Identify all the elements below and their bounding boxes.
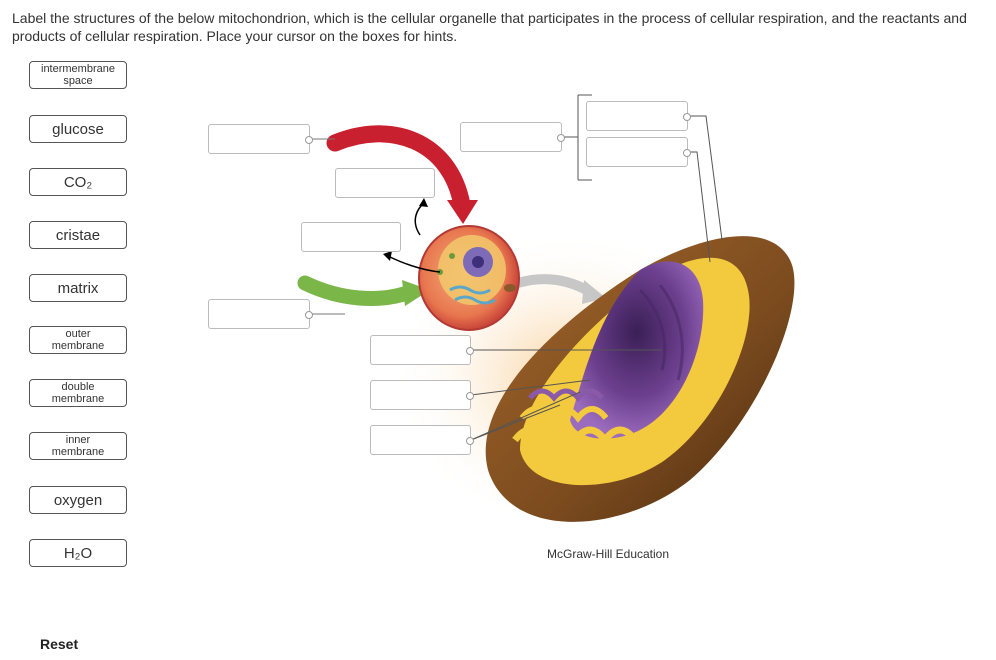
label-line: membrane — [51, 393, 105, 405]
leader-line — [688, 151, 711, 263]
drop-target-9[interactable] — [370, 380, 474, 410]
connector-dot — [683, 149, 691, 157]
image-credit: McGraw-Hill Education — [547, 547, 670, 561]
green-arrowhead — [402, 280, 430, 306]
label-text: H₂O — [63, 544, 93, 562]
cell-mitochondrion — [504, 284, 516, 292]
connector-dot — [466, 347, 474, 355]
drop-target-4[interactable] — [208, 299, 313, 329]
drop-target-10[interactable] — [370, 425, 474, 455]
label-cristae[interactable]: cristae — [29, 221, 127, 249]
cristae-fold — [519, 406, 609, 423]
cell-vesicle — [449, 253, 455, 259]
label-text: glucose — [52, 120, 104, 138]
label-text: matrix — [57, 279, 99, 297]
cell-er — [449, 285, 491, 295]
label-line: membrane — [51, 446, 105, 458]
drop-target-7[interactable] — [586, 137, 691, 167]
pointer-line — [414, 202, 425, 236]
drop-target-1[interactable] — [208, 124, 313, 154]
pointer-head — [383, 251, 392, 261]
pointer-line — [387, 255, 441, 273]
leader-line — [688, 115, 723, 241]
reset-button[interactable]: Reset — [40, 636, 79, 652]
label-co2[interactable]: CO₂ — [29, 168, 127, 196]
cell-er — [454, 295, 496, 305]
leader-line — [470, 404, 561, 441]
pointer-head — [419, 198, 428, 207]
connector-dot — [305, 311, 313, 319]
cell-nucleolus — [472, 256, 484, 268]
connector-dot — [466, 392, 474, 400]
label-h2o[interactable]: H₂O — [29, 539, 127, 567]
label-line: outer — [65, 328, 91, 340]
drop-target-2[interactable] — [335, 168, 435, 198]
drop-target-8[interactable] — [370, 335, 474, 365]
red-arrow — [326, 125, 471, 214]
label-line: membrane — [51, 340, 105, 352]
leader-line — [470, 379, 591, 396]
label-text: oxygen — [53, 491, 103, 509]
label-glucose[interactable]: glucose — [29, 115, 127, 143]
red-arrowhead — [447, 200, 478, 224]
drop-target-3[interactable] — [301, 222, 401, 252]
connector-dot — [466, 437, 474, 445]
drop-target-6[interactable] — [586, 101, 691, 131]
label-line: inner — [65, 434, 91, 446]
connector-dot — [683, 113, 691, 121]
connector-dot — [557, 134, 565, 142]
instructions-text: Label the structures of the below mitoch… — [12, 10, 967, 44]
matrix-shadow — [638, 288, 667, 371]
drop-target-5[interactable] — [460, 122, 565, 152]
leader-line — [470, 391, 581, 441]
cristae-fold — [528, 388, 604, 402]
matrix-shadow — [658, 284, 684, 381]
cristae-fold — [512, 426, 638, 446]
connector-dot — [305, 136, 313, 144]
label-line: double — [61, 381, 95, 393]
label-line: space — [63, 75, 93, 87]
label-oxygen[interactable]: oxygen — [29, 486, 127, 514]
green-arrow — [297, 275, 418, 306]
label-matrix[interactable]: matrix — [29, 274, 127, 302]
label-text: cristae — [55, 226, 101, 244]
label-text: CO₂ — [63, 173, 93, 191]
label-line: intermembrane — [41, 63, 115, 75]
